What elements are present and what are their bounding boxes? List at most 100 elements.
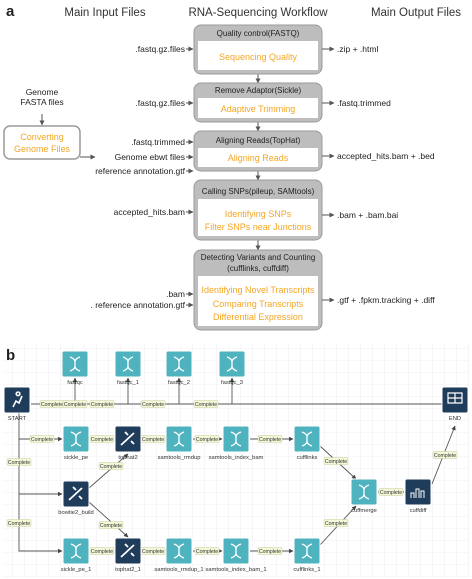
node-end[interactable]: END xyxy=(441,386,469,422)
input-file-label: reference annotation.gtf xyxy=(95,166,185,176)
tool-icon xyxy=(68,486,83,501)
node-cuffdiff[interactable]: cuffdiff xyxy=(404,478,432,514)
node-box[interactable] xyxy=(3,386,31,414)
step-title: Remove Adaptor(Sickle) xyxy=(215,86,302,95)
step-description: Adaptive Trimming xyxy=(221,104,296,114)
workflow-step: Detecting Variants and Counting (cufflink… xyxy=(90,249,435,331)
node-fastqc-3[interactable]: fastqc_3 xyxy=(218,350,246,386)
edge-label: Complete xyxy=(6,519,32,527)
tool-icon xyxy=(120,431,135,446)
dna-icon xyxy=(69,356,81,372)
edge-label: Complete xyxy=(194,435,220,443)
step-title: Calling SNPs(pileup, SAMtools) xyxy=(202,187,315,196)
node-fastqc-1[interactable]: fastqc_1 xyxy=(114,350,142,386)
edge-label-bg xyxy=(29,435,55,443)
edge-label-bg xyxy=(89,435,115,443)
edge-label-text: Complete xyxy=(41,402,63,408)
node-label: fastqc_1 xyxy=(117,380,139,386)
edge-label-text: Complete xyxy=(195,402,217,408)
edge-label-bg xyxy=(89,547,115,555)
node-samtools-index-bam-1[interactable]: samtools_index_bam_1 xyxy=(205,537,267,573)
node-sickle-pe[interactable]: sickle_pe xyxy=(62,425,90,461)
edge-label-bg xyxy=(193,400,219,408)
node-tophat2-1[interactable]: tophat2_1 xyxy=(114,537,142,573)
node-label: sickle_pe xyxy=(64,455,88,461)
edge-label-bg xyxy=(6,458,32,466)
node-cufflinks-1[interactable]: cufflinks_1 xyxy=(293,537,321,573)
workflow-edge xyxy=(88,501,129,538)
input-file-label: .fastq.trimmed xyxy=(131,137,185,147)
panel-a: a Main Input Files RNA-Sequencing Workfl… xyxy=(6,3,461,251)
node-label: samtools_index_bam xyxy=(209,455,264,461)
panel-a-steps: Quality control(FASTQ) Sequencing Quality… xyxy=(3,24,435,331)
node-start[interactable]: START xyxy=(3,386,31,422)
step-title: Detecting Variants and Counting xyxy=(201,253,316,262)
node-cuffmerge[interactable]: cuffmerge xyxy=(350,478,378,514)
workflow-step: Aligning Reads(TopHat)Aligning Reads.fas… xyxy=(95,130,435,176)
dna-icon xyxy=(173,431,185,447)
node-label: samtools_index_bam_1 xyxy=(205,567,266,573)
workflow-step: Quality control(FASTQ) Sequencing Quality… xyxy=(135,24,378,75)
node-label: fastqc_2 xyxy=(168,380,190,386)
dna-icon xyxy=(301,431,313,447)
runner-icon xyxy=(12,391,23,408)
step-inner-box xyxy=(198,199,318,236)
node-label: fastqc_3 xyxy=(221,380,243,386)
edge-label-bg xyxy=(323,457,349,465)
edge-label: Complete xyxy=(89,400,115,408)
step-description: Sequencing Quality xyxy=(219,52,298,62)
input-file-label: . reference annotation.gtf xyxy=(90,300,185,310)
finish-flag-icon xyxy=(447,392,463,404)
node-sickle-pe-1[interactable]: sickle_pe_1 xyxy=(61,537,92,573)
step-title: Quality control(FASTQ) xyxy=(217,29,300,38)
step-description: Identifying Novel Transcripts xyxy=(201,285,315,295)
node-label: cufflinks xyxy=(297,455,318,461)
edge-label-text: Complete xyxy=(325,521,347,527)
output-file-label: .zip + .html xyxy=(337,44,378,54)
node-fastqc[interactable]: fastqc xyxy=(61,350,89,386)
step-inner-box xyxy=(198,276,318,326)
dna-icon xyxy=(122,356,134,372)
node-samtools-rmdup-1[interactable]: samtools_rmdup_1 xyxy=(154,537,204,573)
edge-label-bg xyxy=(323,519,349,527)
chart-icon xyxy=(410,488,425,498)
node-label: bowtie2_build xyxy=(58,510,93,516)
node-bowtie2-build[interactable]: bowtie2_build xyxy=(58,480,94,516)
edge-label: Complete xyxy=(257,547,283,555)
step-description: Identifying SNPs xyxy=(225,209,292,219)
workflow-step: Calling SNPs(pileup, SAMtools) Identifyin… xyxy=(114,179,398,241)
dna-icon xyxy=(358,484,370,500)
node-cufflinks[interactable]: cufflinks xyxy=(293,425,321,461)
node-samtools-index-bam[interactable]: samtools_index_bam xyxy=(209,425,264,461)
genome-source-label: Genome xyxy=(26,87,59,97)
convert-box-label: Genome Files xyxy=(14,144,71,154)
node-fastqc-2[interactable]: fastqc_2 xyxy=(165,350,193,386)
edge-label: Complete xyxy=(62,400,88,408)
edge-label-bg xyxy=(432,451,458,459)
node-label: sickle_pe_1 xyxy=(61,567,92,573)
edge-label: Complete xyxy=(6,458,32,466)
edge-label: Complete xyxy=(29,435,55,443)
panel-b-label: b xyxy=(6,347,15,364)
edge-label: Complete xyxy=(98,462,124,470)
edge-label-text: Complete xyxy=(8,460,30,466)
node-tophat2[interactable]: tophat2 xyxy=(114,425,142,461)
dna-icon xyxy=(70,431,82,447)
node-box[interactable] xyxy=(404,478,432,506)
dna-icon xyxy=(226,356,238,372)
edge-label-bg xyxy=(194,547,220,555)
dna-icon xyxy=(70,543,82,559)
node-samtools-rmdup[interactable]: samtools_rmdup xyxy=(158,425,201,461)
step-title: (cufflinks, cuffdiff) xyxy=(227,264,289,273)
edge-label-bg xyxy=(257,547,283,555)
edge-label: Complete xyxy=(323,457,349,465)
output-file-label: .gtf + .fpkm.tracking + .diff xyxy=(337,295,435,305)
node-label: tophat2_1 xyxy=(115,567,141,573)
step-description: Filter SNPs near Junctions xyxy=(205,222,312,232)
node-label: cufflinks_1 xyxy=(293,567,320,573)
workflow-edge xyxy=(18,494,63,554)
edge-label: Complete xyxy=(193,400,219,408)
